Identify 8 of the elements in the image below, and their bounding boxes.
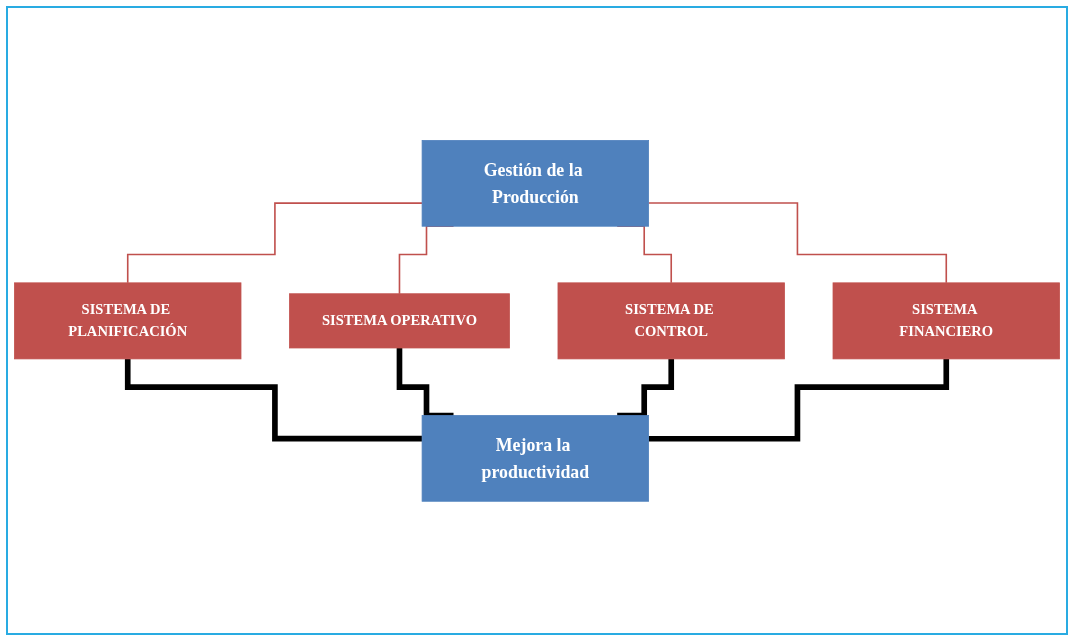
node-box: SISTEMA DE PLANIFICACIÓN <box>14 282 242 359</box>
node-box: SISTEMA DE CONTROL <box>557 282 785 359</box>
connector <box>126 201 423 284</box>
connector <box>647 201 948 284</box>
node-box: Gestión de la Producción <box>421 139 649 227</box>
node-box: SISTEMA OPERATIVO <box>289 293 510 348</box>
node-box: Mejora la productividad <box>421 414 649 502</box>
node-box: SISTEMA FINANCIERO <box>832 282 1060 359</box>
